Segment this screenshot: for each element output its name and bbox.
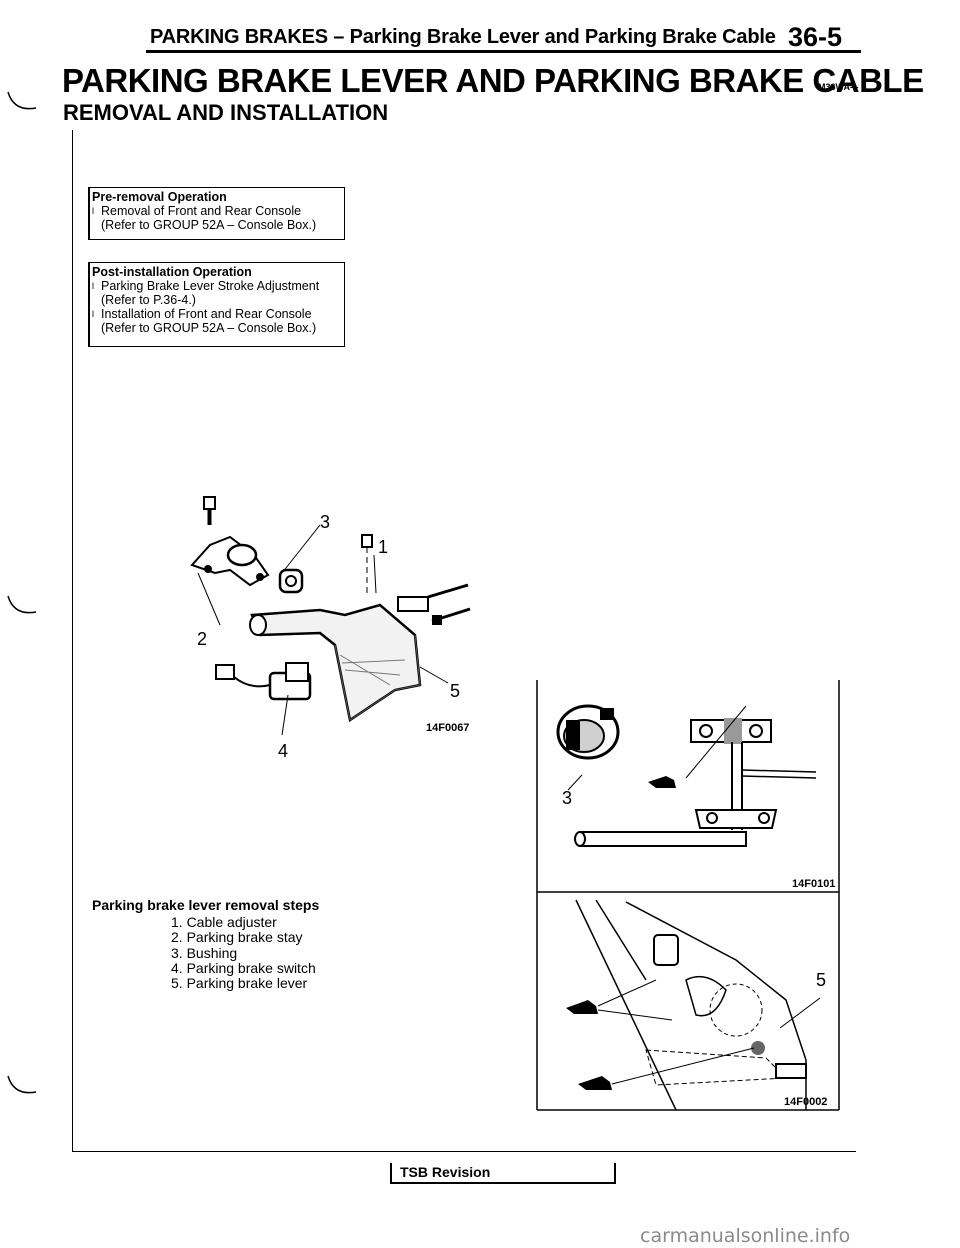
page-number: 36-5 xyxy=(788,22,843,52)
left-margin-rule xyxy=(72,130,73,1152)
brake-lever-illustration xyxy=(249,603,422,723)
bolt-illustration xyxy=(361,534,373,595)
binder-marks xyxy=(7,91,37,1094)
bolt-illustration xyxy=(203,496,216,525)
list-item: 3. Bushing xyxy=(171,944,238,961)
bushing-illustration xyxy=(278,568,304,594)
section-subtitle: REMOVAL AND INSTALLATION xyxy=(63,100,389,125)
post-installation-box: Post-installation Operation l Parking Br… xyxy=(88,262,345,347)
item-ref: (Refer to P.36-4.) xyxy=(101,293,196,307)
section-code: M36WA- - xyxy=(818,82,859,92)
grease-gun-icon xyxy=(648,776,676,788)
list-item: l Removal of Front and Rear Console xyxy=(92,204,344,218)
pre-removal-box: Pre-removal Operation l Removal of Front… xyxy=(88,187,345,240)
header-rule xyxy=(146,50,861,53)
list-item: l Parking Brake Lever Stroke Adjustment xyxy=(92,279,344,293)
cable-adjuster-illustration xyxy=(397,583,471,625)
grease-gun-icon xyxy=(566,1000,598,1014)
stay-bracket-detail-illustration xyxy=(574,718,817,847)
steps-list: 1. Cable adjuster 2. Parking brake stay … xyxy=(171,914,316,992)
lever-mounting-detail-illustration xyxy=(575,899,807,1111)
figure-code: 14F0101 xyxy=(792,878,835,890)
brake-switch-illustration xyxy=(215,662,312,701)
footer-rule xyxy=(72,1151,856,1152)
pre-removal-heading: Pre-removal Operation xyxy=(92,190,227,204)
figure-code: 14F0002 xyxy=(784,1096,827,1108)
steps-caption: Parking brake lever removal steps xyxy=(92,897,320,913)
list-item: 4. Parking brake switch xyxy=(171,959,316,976)
callout-3: 3 xyxy=(562,788,572,808)
list-item: l Installation of Front and Rear Console xyxy=(92,307,344,321)
bullet: l xyxy=(92,281,94,291)
watermark: carmanualsonline.info xyxy=(640,1225,851,1247)
bushing-detail-illustration xyxy=(556,704,620,760)
parking-brake-exploded-figure: 3 1 2 5 4 14F0067 xyxy=(190,496,471,761)
callout-2: 2 xyxy=(197,629,207,649)
bullet: l xyxy=(92,309,94,319)
callout-4: 4 xyxy=(278,741,288,761)
figure-code: 14F0067 xyxy=(426,722,469,734)
post-installation-heading: Post-installation Operation xyxy=(92,265,252,279)
bullet: l xyxy=(92,206,94,216)
item-text: Installation of Front and Rear Console xyxy=(101,307,312,321)
item-ref: (Refer to GROUP 52A – Console Box.) xyxy=(101,321,317,335)
list-item: 1. Cable adjuster xyxy=(171,914,277,930)
callout-5: 5 xyxy=(816,970,826,990)
list-item: 2. Parking brake stay xyxy=(171,929,303,946)
item-ref: (Refer to GROUP 52A – Console Box.) xyxy=(101,218,317,232)
callout-3: 3 xyxy=(320,512,330,532)
callout-5: 5 xyxy=(450,681,460,701)
tsb-revision-box: TSB Revision xyxy=(390,1163,616,1184)
page-title: PARKING BRAKE LEVER AND PARKING BRAKE CA… xyxy=(62,62,924,99)
callout-1: 1 xyxy=(378,537,388,557)
tsb-revision-label: TSB Revision xyxy=(400,1164,491,1180)
right-figures-panel: 3 14F0101 5 14F0002 xyxy=(536,680,840,1111)
brake-stay-illustration xyxy=(190,535,270,587)
running-header: PARKING BRAKES – Parking Brake Lever and… xyxy=(150,26,776,48)
list-item: 5. Parking brake lever xyxy=(171,975,308,992)
item-text: Parking Brake Lever Stroke Adjustment xyxy=(101,279,320,293)
item-text: Removal of Front and Rear Console xyxy=(101,204,302,218)
grease-gun-icon xyxy=(578,1076,612,1090)
